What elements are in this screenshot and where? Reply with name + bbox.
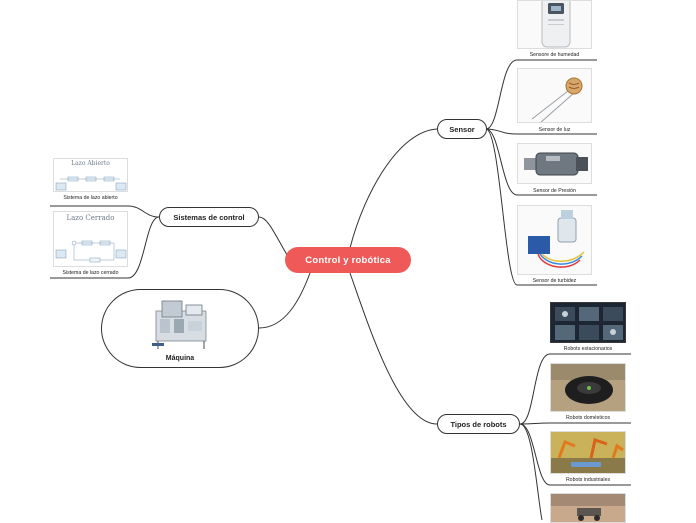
- humidity-sensor-image: [517, 0, 592, 49]
- turbidity-sensor-caption: Sensor de turbidez: [532, 278, 577, 284]
- stationary-robots-image: [550, 302, 626, 343]
- stationary-robots-caption: Robots estacionarios: [563, 346, 613, 352]
- maquina-label: Máquina: [165, 355, 195, 362]
- pressure-sensor-image: [517, 143, 592, 184]
- light-sensor-caption: Sensor de luz: [538, 127, 571, 133]
- open-loop-diagram-image: Lazo Abierto: [53, 158, 128, 192]
- closed-loop-image-title: Lazo Cerrado: [66, 214, 115, 222]
- humidity-sensor-caption: Sensore de humedad: [529, 52, 580, 58]
- maquina-node[interactable]: Máquina: [101, 289, 259, 368]
- sistemas-de-control-node[interactable]: Sistemas de control: [159, 207, 259, 227]
- open-loop-caption: Sistema de lazo abierto: [63, 195, 118, 201]
- root-node[interactable]: Control y robótica: [285, 247, 411, 273]
- light-sensor-image: [517, 68, 592, 123]
- industrial-robots-image: [550, 431, 626, 474]
- domestic-robot-caption: Robots domésticos: [565, 415, 611, 421]
- closed-loop-caption: Sistema de lazo cerrado: [62, 270, 119, 276]
- pressure-sensor-caption: Sensor de Presión: [533, 188, 576, 194]
- tipos-de-robots-node[interactable]: Tipos de robots: [437, 414, 520, 434]
- turbidity-sensor-image: [517, 205, 592, 275]
- mobile-robot-image: [550, 493, 626, 523]
- industrial-robots-caption: Robots industriales: [565, 477, 611, 483]
- domestic-robot-image: [550, 363, 626, 412]
- open-loop-image-title: Lazo Abierto: [71, 160, 110, 167]
- sensor-node[interactable]: Sensor: [437, 119, 487, 139]
- industrial-machine-image: [150, 297, 212, 351]
- closed-loop-diagram-image: Lazo Cerrado: [53, 211, 128, 267]
